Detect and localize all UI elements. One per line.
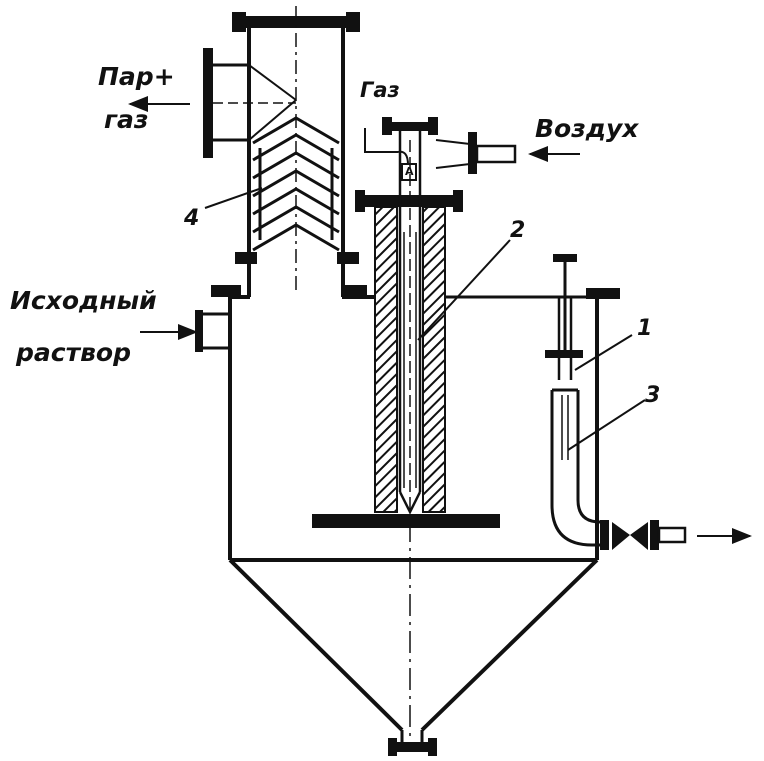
steam-gas-outlet [128, 48, 297, 158]
discharge-pipe [545, 254, 601, 547]
probe-tag-letter: A [405, 165, 414, 178]
feed-label-line2: раствор [16, 338, 131, 367]
conical-bottom [228, 558, 599, 742]
steam-gas-label-line1: Пар+ [98, 62, 175, 91]
insulation-right [422, 206, 446, 513]
callout-1: 1 [637, 316, 653, 341]
vessel-body [211, 285, 620, 562]
chevron-baffles [252, 116, 340, 252]
air-label: Воздух [535, 114, 639, 143]
drain-flange [388, 738, 437, 756]
air-inlet [435, 132, 580, 174]
leader-3 [567, 399, 646, 451]
leader-2 [417, 239, 511, 341]
feed-inlet-nozzle [140, 310, 232, 352]
steam-gas-label-line2: газ [104, 105, 149, 134]
leader-1 [574, 334, 633, 371]
burner-tube [382, 117, 438, 515]
probe-tag-box [401, 163, 417, 181]
callout-2: 2 [510, 218, 526, 243]
separator-column [232, 6, 360, 297]
callout-4: 4 [184, 206, 200, 231]
feed-label-line1: Исходный [10, 286, 157, 315]
callout-3: 3 [645, 383, 661, 408]
insulation-left [374, 206, 398, 513]
outlet-valve [600, 520, 752, 550]
gas-inlet [364, 128, 409, 166]
leader-4 [204, 187, 263, 209]
burner-base-plate [312, 514, 500, 528]
gas-label: Газ [360, 78, 400, 102]
burner-housing [355, 190, 463, 513]
